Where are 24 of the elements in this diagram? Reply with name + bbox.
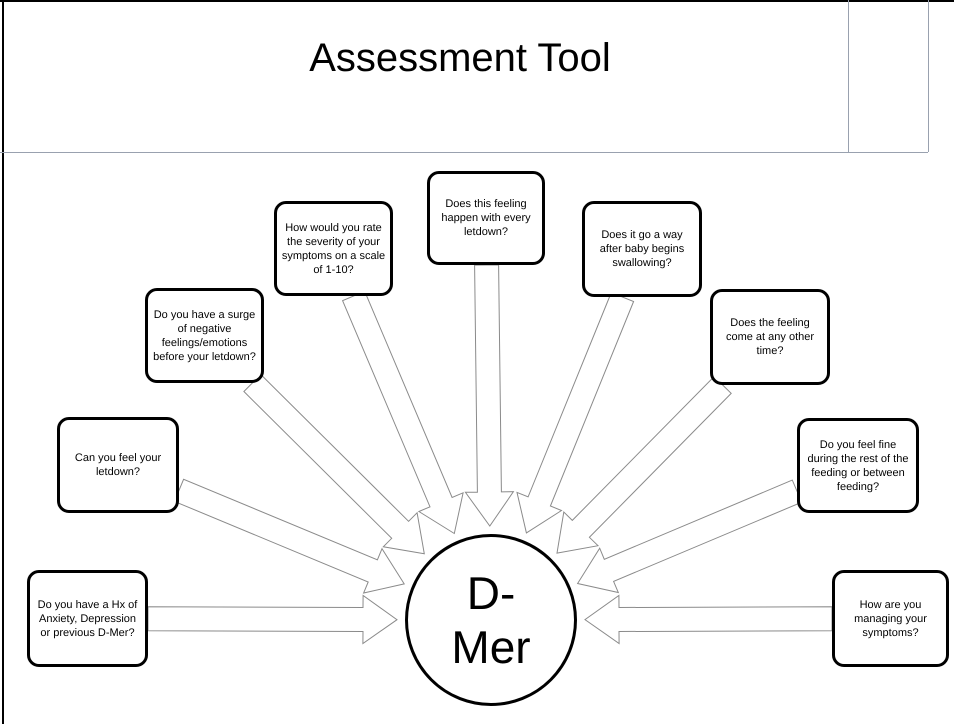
question-text: Does the feeling come at any other time?	[724, 316, 816, 358]
question-box	[274, 201, 393, 296]
question-box	[427, 171, 545, 265]
question-text: Do you have a surge of negative feelings/emotions before your letdown?	[152, 308, 257, 364]
title: Assessment Tool	[308, 35, 612, 82]
question-box	[27, 570, 148, 667]
block-arrow	[243, 374, 425, 554]
question-text: How are you managing your symptoms?	[853, 598, 928, 640]
question-box	[832, 570, 949, 667]
block-arrow	[584, 594, 832, 644]
question-box	[710, 289, 830, 385]
block-arrow	[148, 594, 398, 644]
question-text: Does it go a way after baby begins swallowing?	[598, 228, 686, 270]
question-text: Does this feeling happen with every letdown?	[440, 197, 532, 239]
question-box	[57, 417, 179, 513]
question-text: Do you feel fine during the rest of the feeding or between feeding?	[806, 438, 910, 494]
question-text: Can you feel your letdown?	[74, 451, 162, 479]
topic-label: D- Mer	[450, 566, 532, 674]
question-box	[797, 418, 919, 513]
question-text: How would you rate the severity of your symptoms on a scale of 1-10?	[281, 220, 386, 276]
question-box	[145, 288, 264, 383]
block-arrow	[464, 264, 514, 527]
question-box	[582, 201, 702, 297]
question-text: Do you have a Hx of Anxiety, Depression or previous D-Mer?	[36, 598, 138, 640]
